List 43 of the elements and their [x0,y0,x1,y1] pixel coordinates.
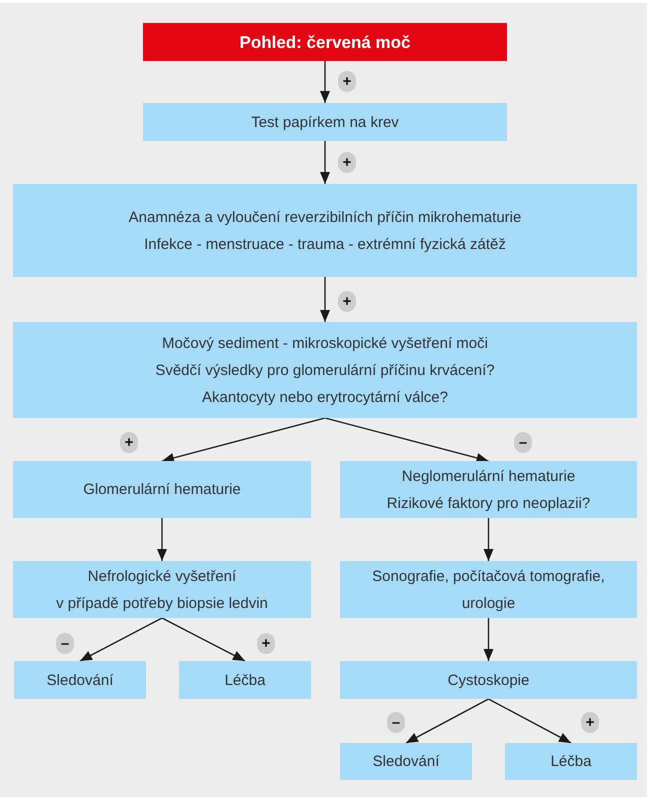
arrow [320,277,330,322]
step-text: Léčba [224,670,266,690]
process-box [143,103,507,141]
step-text: Anamnéza a vyloučení reverzibilních příčin mikrohematurie [128,208,522,228]
arrow [80,617,162,662]
step-text: Sonografie, počítačová tomografie, urologie [371,566,606,614]
step-text: Močový sediment - mikroskopické vyšetření moči [162,334,488,354]
arrow [162,617,246,662]
process-box [13,461,311,518]
arrow [484,618,494,661]
start-box [143,23,507,61]
step-text: Test papírkem na krev [251,112,399,132]
process-box [340,461,637,518]
step-text: Neglomerulární hematurie [402,466,576,486]
step-text: Svědčí výsledky pro glomerulární příčinu krvácení? [155,360,495,380]
outcome-box [179,661,311,699]
step-text: Nefrologické vyšetření [88,566,236,586]
arrow [157,518,167,561]
process-box [340,561,637,618]
process-box [13,184,637,277]
step-text: Léčba [550,752,592,772]
outcome-box [505,743,637,780]
step-text: Pohled: červená moč [239,32,410,54]
process-box [13,561,311,618]
arrow [320,61,330,103]
arrow [484,518,494,561]
arrow [320,141,330,184]
process-box [13,322,637,418]
step-text: Akantocyty nebo erytrocytární válce? [202,388,448,408]
step-text: Sledování [46,670,114,690]
step-text: Glomerulární hematurie [83,480,241,500]
arrow [406,698,489,744]
step-text: Infekce - menstruace - trauma - extrémní fyzická zátěž [144,234,506,254]
step-text: Cystoskopie [448,670,530,690]
outcome-box [340,743,472,780]
arrow [162,417,326,463]
outcome-box [14,661,146,699]
step-text: v případě potřeby biopsie ledvin [56,594,268,614]
process-box [340,661,637,699]
arrow [324,417,489,463]
arrow [488,698,572,744]
step-text: Sledování [372,752,440,772]
step-text: Rizikové faktory pro neoplazii? [386,494,590,514]
